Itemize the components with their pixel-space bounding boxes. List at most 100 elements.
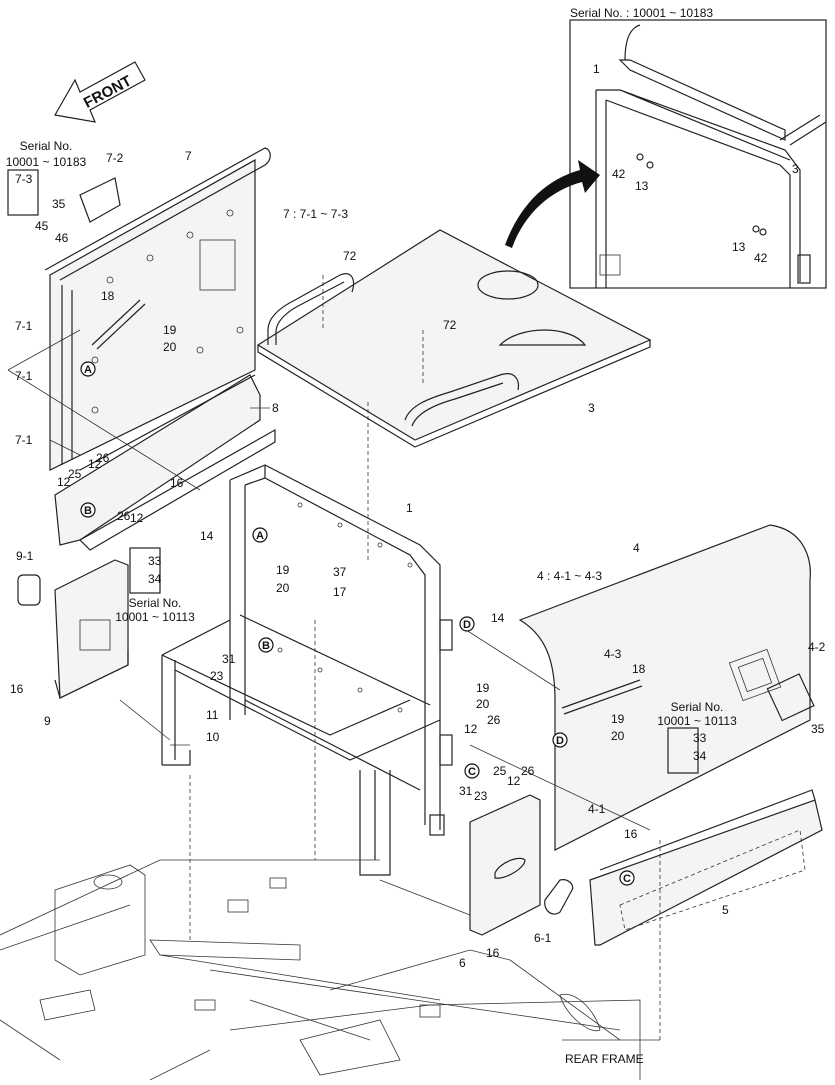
svg-text:C: C [468,766,476,778]
rear-frame-label: REAR FRAME [565,1052,644,1066]
part-label-4-2: 4-2 [808,640,826,654]
part-label-26: 26 [117,509,131,523]
callout-c: C [619,870,635,886]
svg-text:B: B [262,640,270,652]
part-label-31: 31 [222,652,236,666]
cover-5 [589,789,823,946]
part-label-34: 34 [148,572,162,586]
part-label-9-1: 9-1 [16,549,34,563]
inset-arrow [505,160,600,248]
part-label-19: 19 [611,712,625,726]
part-label-11: 11 [206,708,219,722]
part-label-12: 12 [57,475,71,489]
serial-box-top-left [7,169,39,216]
part-labels: 11334213134277-27-33545461819207-17-17-1… [10,62,826,970]
part-label-1: 1 [593,62,600,76]
serial-box-middle-left [129,547,161,594]
part-label-20: 20 [476,697,490,711]
serial-note-middle-left-line2: 10001 ~ 10113 [115,610,195,624]
part-label-72: 72 [443,318,457,332]
part-label-14: 14 [200,529,214,543]
part-label-7-1: 7-1 [15,319,33,333]
part-label-6-1: 6-1 [534,931,552,945]
part-label-18: 18 [632,662,646,676]
part-label-42: 42 [612,167,626,181]
part-label-25: 25 [493,764,507,778]
part-label-16: 16 [624,827,638,841]
part-label-34: 34 [693,749,707,763]
part-label-7-1: 7-1 [15,433,33,447]
part-label-35: 35 [811,722,825,736]
inset-detail: Serial No. : 10001 ~ 10183 [569,6,827,289]
part-label-35: 35 [52,197,66,211]
part-label-12: 12 [88,457,102,471]
part-label-4-1: 4-1 [588,802,606,816]
part-label-46: 46 [55,231,69,245]
part-label-18: 18 [101,289,115,303]
part-label-7-1: 7-1 [15,369,33,383]
leader-lines [7,275,661,1041]
part-label-7: 7 [185,149,192,163]
svg-text:D: D [463,619,471,631]
serial-note-right-line2: 10001 ~ 10113 [657,714,737,728]
callout-d: D [459,616,475,632]
callout-a: A [80,361,96,377]
part-label-19: 19 [476,681,490,695]
part-label-72: 72 [343,249,357,263]
part-label-31: 31 [459,784,473,798]
top-cover [256,229,652,448]
part-label-26: 26 [521,764,535,778]
part-label-23: 23 [474,789,488,803]
part-label-19: 19 [276,563,290,577]
callout-d: D [552,732,568,748]
front-arrow: FRONT [54,61,146,123]
part-label-42: 42 [754,251,768,265]
part-label-4-3: 4-3 [604,647,622,661]
callout-b: B [258,637,274,653]
part-label-17: 17 [333,585,347,599]
panel-6 [469,794,574,936]
part-label-14: 14 [491,611,505,625]
part-label-8: 8 [272,401,279,415]
part-label-26: 26 [96,451,110,465]
assembly-note-7: 7 : 7-1 ~ 7-3 [283,207,348,221]
part-label-13: 13 [732,240,746,254]
part-label-1: 1 [406,501,413,515]
front-label: FRONT [81,72,135,111]
rear-frame [0,859,641,1081]
part-label-3: 3 [792,162,799,176]
svg-text:C: C [623,873,631,885]
part-label-6: 6 [459,956,466,970]
part-label-33: 33 [693,731,707,745]
serial-box-right [667,727,699,774]
panel-9 [17,559,129,699]
inset-serial-label: Serial No. : 10001 ~ 10183 [570,6,713,20]
part-label-20: 20 [611,729,625,743]
part-label-9: 9 [44,714,51,728]
part-label-20: 20 [276,581,290,595]
part-label-7-2: 7-2 [106,151,124,165]
serial-note-top-left-line1: Serial No. [20,139,73,153]
serial-note-right-line1: Serial No. [671,700,724,714]
part-label-5: 5 [722,903,729,917]
svg-text:D: D [556,735,564,747]
part-label-23: 23 [210,669,224,683]
part-label-20: 20 [163,340,177,354]
callout-c: C [464,763,480,779]
part-label-13: 13 [635,179,649,193]
part-label-16: 16 [170,476,184,490]
serial-note-top-left-line2: 10001 ~ 10183 [6,155,87,169]
part-label-16: 16 [10,682,24,696]
side-cover-4 [518,524,815,851]
svg-text:A: A [256,530,264,542]
part-label-26: 26 [487,713,501,727]
callout-b: B [80,502,96,518]
part-label-7-3: 7-3 [15,172,33,186]
part-label-12: 12 [507,774,521,788]
callout-circles: A A B B C C D D [80,361,635,886]
serial-note-middle-left-line1: Serial No. [129,596,182,610]
frame-1 [161,464,453,876]
part-label-12: 12 [130,511,144,525]
